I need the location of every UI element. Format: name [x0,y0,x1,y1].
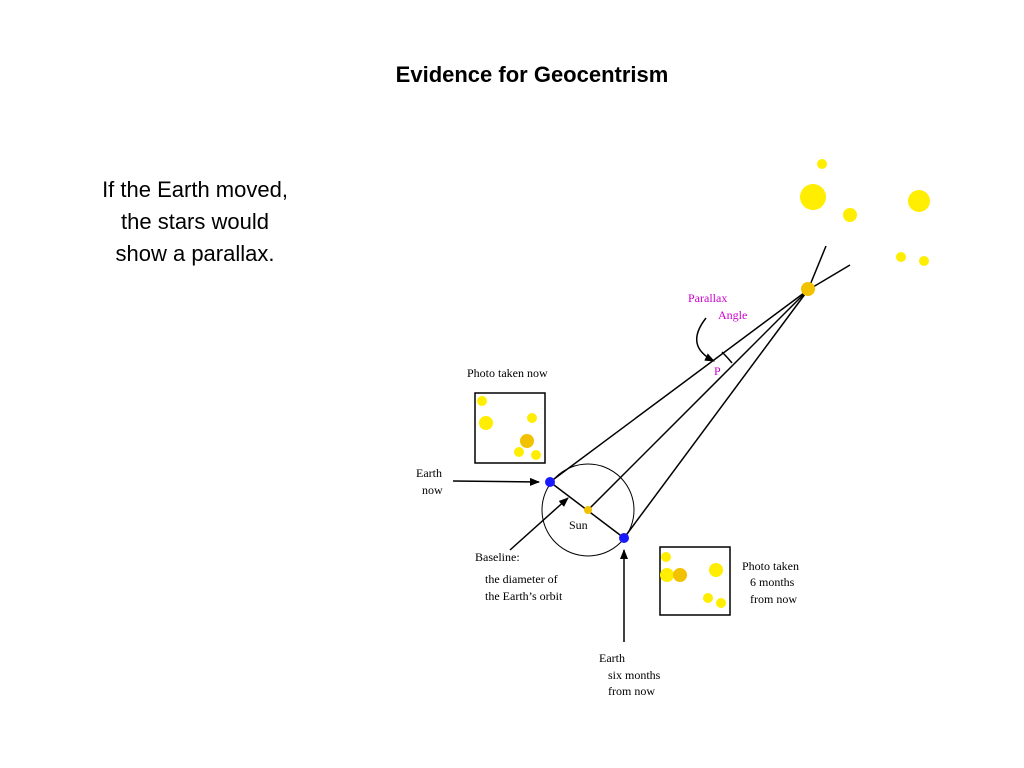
photo-now-label: Photo taken now [467,366,548,380]
background-star [843,208,857,222]
viewing-direction-line [807,245,827,291]
background-star [919,256,929,266]
body-text: If the Earth moved, the stars would show… [60,174,330,270]
photo-later-label-3: from now [750,592,797,606]
photo-star [703,593,713,603]
earth-orbit [541,463,635,557]
background-stars [800,159,930,266]
photo-star [716,598,726,608]
earth-now-label-1: Earth [416,466,442,480]
baseline-arrow [509,497,569,551]
baseline-label-1: Baseline: [475,550,520,564]
photo-near-star [673,568,687,582]
body-line-1: If the Earth moved, [102,177,288,202]
baseline-label-2: the diameter of [485,572,558,586]
earth-now [545,477,555,487]
viewing-direction-line [807,264,851,291]
earth-later-label-2: six months [608,668,661,682]
photo-star [514,447,524,457]
photo-star [527,413,537,423]
photo-taken-now [474,392,546,464]
background-star [908,190,930,212]
p-label: P [714,364,721,378]
earth-later-label-1: Earth [599,651,625,665]
slide-title: Evidence for Geocentrism [395,62,669,87]
earth-six-months [619,533,629,543]
diagram-labels: Parallax Angle P Photo taken now Photo t… [416,291,799,698]
photo-star [661,552,671,562]
parallax-angle-arrow [696,317,715,362]
photo-star [660,568,674,582]
body-line-3: show a parallax. [115,241,275,266]
sight-line-sun [587,289,809,511]
baseline-label-3: the Earth’s orbit [485,589,563,603]
body-line-2: the stars would [121,209,269,234]
photo-later-label-2: 6 months [750,575,795,589]
parallax-angle-arc [721,351,733,364]
photo-star [479,416,493,430]
near-star [801,282,815,296]
photo-later-label-1: Photo taken [742,559,799,573]
earth-now-arrow [452,477,540,486]
angle-label: Angle [718,308,747,322]
earth-later-label-3: from now [608,684,655,698]
parallax-label: Parallax [688,291,727,305]
sight-line-earth-now [549,289,809,483]
sun [584,506,592,514]
photo-star [709,563,723,577]
background-star [817,159,827,169]
background-star [896,252,906,262]
background-star [800,184,826,210]
sun-label: Sun [569,518,588,532]
sight-lines [549,245,851,539]
photo-star [477,396,487,406]
sight-line-earth-later [623,289,809,539]
photo-near-star [520,434,534,448]
arrows [452,317,715,642]
photo-star [531,450,541,460]
photo-taken-later [659,546,731,616]
earth-now-label-2: now [422,483,443,497]
